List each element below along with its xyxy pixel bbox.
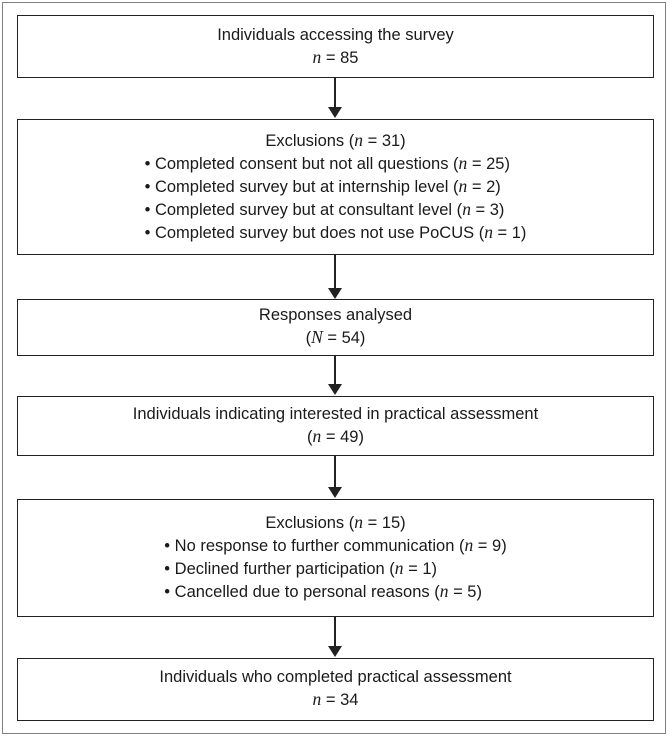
box-count: (n = 49) <box>307 426 364 446</box>
title-variable: n <box>354 512 364 532</box>
list-item: Completed survey but at internship level… <box>145 175 527 198</box>
box-title: Exclusions (n = 31) <box>265 130 406 150</box>
box-title: Responses analysed <box>258 306 413 324</box>
count-variable: n <box>312 47 322 67</box>
count-value: = 85 <box>321 49 359 67</box>
box-count: n = 34 <box>312 689 359 709</box>
box-exclusions-2: Exclusions (n = 15) No response to furth… <box>17 499 654 617</box>
box-responses-analysed: Responses analysed (N = 54) <box>17 299 654 356</box>
count-variable: n <box>312 426 322 446</box>
box-title: Individuals accessing the survey <box>217 26 454 44</box>
box-completed-assessment: Individuals who completed practical asse… <box>17 658 654 721</box>
box-exclusions-1: Exclusions (n = 31) Completed consent bu… <box>17 119 654 255</box>
box-count: n = 85 <box>18 46 653 69</box>
box-title: Individuals indicating interested in pra… <box>132 405 539 423</box>
box-interested: Individuals indicating interested in pra… <box>17 396 654 456</box>
list-item: Completed survey but does not use PoCUS … <box>145 221 527 244</box>
list-item: Declined further participation (n = 1) <box>164 557 506 580</box>
list-item: No response to further communication (n … <box>164 534 507 557</box>
list-item: Cancelled due to personal reasons (n = 5… <box>164 580 506 603</box>
exclusion-list: No response to further communication (n … <box>164 534 507 603</box>
count-variable: N <box>311 327 323 347</box>
box-title: Exclusions (n = 15) <box>265 512 406 532</box>
box-title: Individuals who completed practical asse… <box>159 668 512 686</box>
box-count: (N = 54) <box>305 327 366 347</box>
count-variable: n <box>312 689 322 709</box>
list-item: Completed survey but at consultant level… <box>145 198 527 221</box>
exclusion-list: Completed consent but not all questions … <box>145 152 527 244</box>
list-item: Completed consent but not all questions … <box>145 152 527 175</box>
title-variable: n <box>354 130 364 150</box>
box-survey-access: Individuals accessing the survey n = 85 <box>17 15 654 78</box>
